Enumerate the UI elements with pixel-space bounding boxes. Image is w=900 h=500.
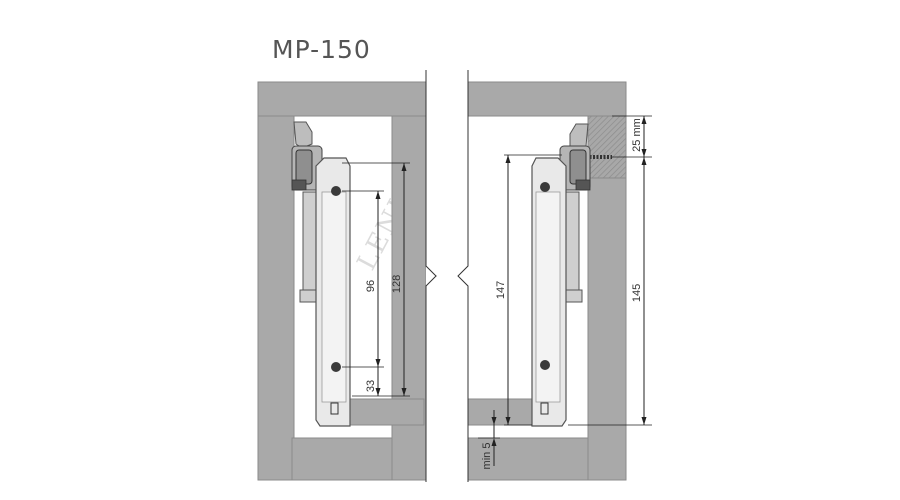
arrow-128-top: [401, 163, 407, 171]
arrow-145-top: [641, 157, 647, 165]
right-break-gap: [458, 68, 468, 484]
right-break-edge: [457, 70, 469, 482]
left-top-panel: [257, 81, 427, 117]
left-door-panel: [257, 115, 295, 481]
arrow-25mm-top: [641, 116, 647, 124]
right-upper-hole: [540, 182, 550, 192]
diagram-title: MP-150: [272, 35, 371, 64]
left-upper-hole: [331, 186, 341, 196]
left-hinge-housing: [293, 121, 313, 149]
arrow-min5-top: [491, 417, 497, 425]
dim-label-147: 147: [495, 281, 507, 299]
dim-label-128: 128: [391, 275, 403, 293]
right-hinge-collar: [575, 179, 591, 191]
arrow-147-bottom: [505, 417, 511, 425]
right-view: 147 145 25 mm min 5: [457, 68, 652, 484]
right-side-wall: [587, 177, 627, 481]
right-bracket-inner: [535, 191, 561, 403]
right-drawer-bottom: [467, 398, 535, 426]
right-lower-hole: [540, 360, 550, 370]
left-drawer-bottom: [347, 398, 425, 426]
left-back-strip: [302, 191, 318, 297]
left-break-edge: [425, 70, 437, 482]
right-hinge-cam: [569, 149, 587, 185]
arrow-33-bottom: [375, 388, 381, 396]
arrow-145-bottom: [641, 417, 647, 425]
left-lower-hole: [331, 362, 341, 372]
arrow-25mm-bottom: [641, 149, 647, 157]
dim-label-145: 145: [631, 284, 643, 302]
arrow-96-bottom: [375, 359, 381, 367]
left-hinge-cam: [295, 149, 313, 185]
left-break-gap: [426, 68, 436, 484]
arrow-128-bottom: [401, 388, 407, 396]
left-bottom-panel: [291, 437, 393, 481]
arrow-min5-bottom: [491, 438, 497, 446]
left-slot: [330, 402, 339, 415]
dim-label-96: 96: [365, 280, 377, 292]
dim-label-33: 33: [365, 380, 377, 392]
right-slot: [540, 402, 549, 415]
right-bottom-panel: [467, 437, 589, 481]
right-hatched-block: [587, 115, 627, 179]
right-back-strip: [564, 191, 580, 297]
left-hinge-collar: [291, 179, 307, 191]
arrow-96-top: [375, 191, 381, 199]
right-top-panel: [467, 81, 627, 117]
arrow-147-top: [505, 155, 511, 163]
left-view: 96 128 33: [257, 68, 437, 484]
dim-label-25mm: 25 mm: [631, 118, 643, 152]
dim-label-min5: min 5: [481, 443, 493, 470]
